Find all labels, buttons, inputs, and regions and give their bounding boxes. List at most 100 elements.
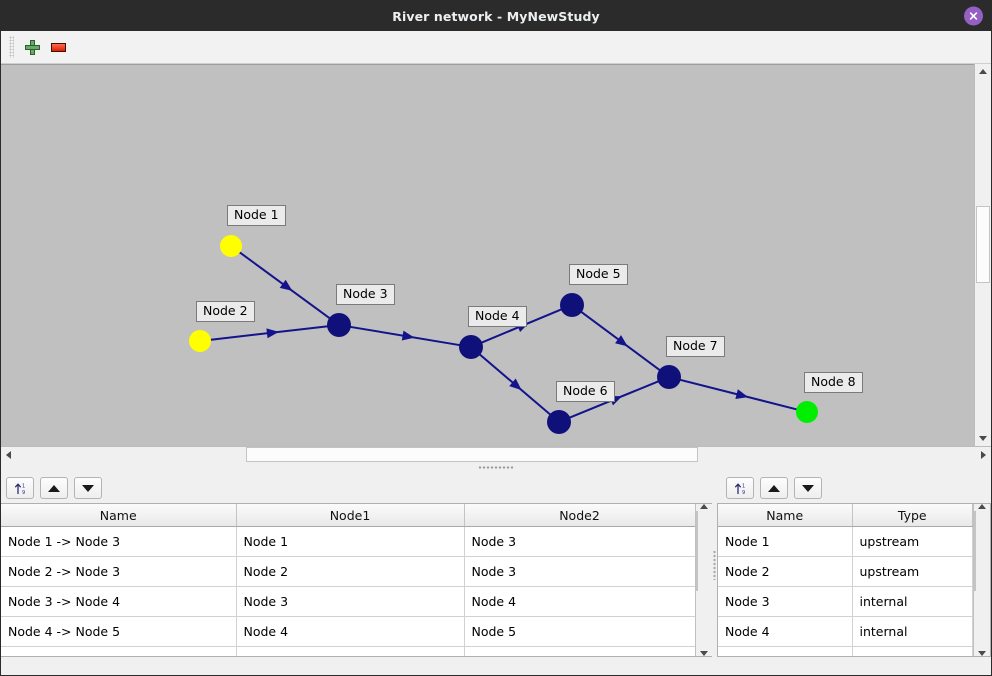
- chevron-down-icon: [979, 436, 987, 441]
- graph-node-label[interactable]: Node 2: [196, 301, 255, 322]
- chevron-up-icon: [978, 504, 986, 509]
- scroll-thumb[interactable]: [976, 205, 990, 284]
- arrow-up-icon: [768, 484, 780, 492]
- scroll-track[interactable]: [974, 509, 990, 651]
- branch-table-scrollbar[interactable]: [695, 504, 712, 656]
- table-cell[interactable]: Node 3 -> Node 4: [1, 586, 237, 617]
- scroll-track[interactable]: [16, 447, 976, 462]
- table-cell[interactable]: [236, 646, 465, 656]
- move-up-button[interactable]: [760, 477, 788, 499]
- sort-button[interactable]: 1 9: [726, 477, 754, 499]
- graph-node-node-4[interactable]: [459, 335, 483, 359]
- table-cell[interactable]: Node 4: [464, 586, 695, 617]
- table-cell[interactable]: Node 3: [236, 586, 465, 617]
- column-header[interactable]: Node2: [464, 504, 695, 527]
- scroll-up-button[interactable]: [974, 504, 990, 509]
- scroll-down-button[interactable]: [974, 651, 990, 656]
- table-cell[interactable]: Node 1: [718, 526, 853, 557]
- graph-node-node-5[interactable]: [560, 293, 584, 317]
- table-cell[interactable]: Node 5: [464, 616, 695, 647]
- scroll-right-button[interactable]: [976, 447, 991, 462]
- graph-node-node-3[interactable]: [327, 313, 351, 337]
- move-up-button[interactable]: [40, 477, 68, 499]
- table-cell[interactable]: Node 3: [718, 586, 853, 617]
- scroll-up-button[interactable]: [696, 504, 712, 509]
- column-header[interactable]: Type: [852, 504, 973, 527]
- scroll-thumb[interactable]: [974, 511, 976, 591]
- graph-node-label[interactable]: Node 1: [227, 205, 286, 226]
- scroll-track[interactable]: [696, 509, 712, 651]
- table-cell[interactable]: Node 1 -> Node 3: [1, 526, 237, 557]
- table-cell[interactable]: Node 4: [236, 616, 465, 647]
- sort-button[interactable]: 1 9: [6, 477, 34, 499]
- graph-node-node-7[interactable]: [657, 365, 681, 389]
- table-cell[interactable]: Node 1: [236, 526, 465, 557]
- graph-node-label[interactable]: Node 6: [556, 381, 615, 402]
- table-cell[interactable]: Node 2 -> Node 3: [1, 556, 237, 587]
- graph-node-label[interactable]: Node 8: [804, 372, 863, 393]
- column-header[interactable]: Name: [718, 504, 853, 527]
- scroll-thumb[interactable]: [696, 511, 698, 591]
- table-cell[interactable]: Node 2: [236, 556, 465, 587]
- table-cell[interactable]: [464, 646, 695, 656]
- graph-node-label[interactable]: Node 3: [336, 284, 395, 305]
- toolbar-grip[interactable]: [9, 36, 14, 58]
- table-cell[interactable]: Node 4 -> Node 5: [1, 616, 237, 647]
- table-cell[interactable]: [1, 646, 237, 656]
- column-header[interactable]: Node1: [236, 504, 465, 527]
- scroll-thumb[interactable]: [246, 447, 698, 462]
- scroll-up-button[interactable]: [975, 64, 991, 79]
- graph-vertical-scrollbar[interactable]: [974, 64, 991, 446]
- graph-node-label[interactable]: Node 5: [569, 264, 628, 285]
- edge-arrow-icon: [266, 328, 279, 339]
- table-cell[interactable]: internal: [852, 586, 973, 617]
- table-cell[interactable]: Node 3: [464, 556, 695, 587]
- title-bar: River network - MyNewStudy: [1, 1, 991, 31]
- graph-node-label[interactable]: Node 7: [666, 336, 725, 357]
- network-graph-svg: [189, 235, 818, 434]
- branch-table-row[interactable]: [1, 646, 695, 656]
- add-node-button[interactable]: [19, 34, 45, 60]
- network-diagram-canvas[interactable]: Node 1 Node 2 Node 3 Node 4 Node 5 Node 6 Node…: [1, 64, 974, 446]
- node-table-row[interactable]: [718, 646, 973, 656]
- scroll-down-button[interactable]: [975, 431, 991, 446]
- table-cell[interactable]: Node 2: [718, 556, 853, 587]
- graph-node-node-8[interactable]: [796, 401, 818, 423]
- arrow-down-icon: [82, 484, 94, 492]
- graph-node-node-6[interactable]: [547, 410, 571, 434]
- graph-node-node-2[interactable]: [189, 330, 211, 352]
- scroll-left-button[interactable]: [1, 447, 16, 462]
- remove-node-button[interactable]: [45, 34, 71, 60]
- table-cell[interactable]: internal: [852, 616, 973, 647]
- move-down-button[interactable]: [794, 477, 822, 499]
- vertical-splitter[interactable]: [712, 473, 717, 657]
- graph-horizontal-scrollbar[interactable]: [1, 446, 991, 462]
- horizontal-splitter[interactable]: [1, 462, 991, 473]
- graph-node-node-1[interactable]: [220, 235, 242, 257]
- scroll-down-button[interactable]: [696, 651, 712, 656]
- table-cell[interactable]: Node 3: [464, 526, 695, 557]
- table-cell[interactable]: [852, 646, 973, 656]
- table-cell[interactable]: Node 4: [718, 616, 853, 647]
- column-header[interactable]: Name: [1, 504, 237, 527]
- graph-node-label[interactable]: Node 4: [468, 306, 527, 327]
- scroll-track[interactable]: [975, 79, 991, 431]
- close-icon[interactable]: [964, 6, 983, 26]
- table-cell[interactable]: upstream: [852, 556, 973, 587]
- node-table-scrollbar[interactable]: [973, 504, 990, 656]
- move-down-button[interactable]: [74, 477, 102, 499]
- table-cell[interactable]: [718, 646, 853, 656]
- table-cell[interactable]: upstream: [852, 526, 973, 557]
